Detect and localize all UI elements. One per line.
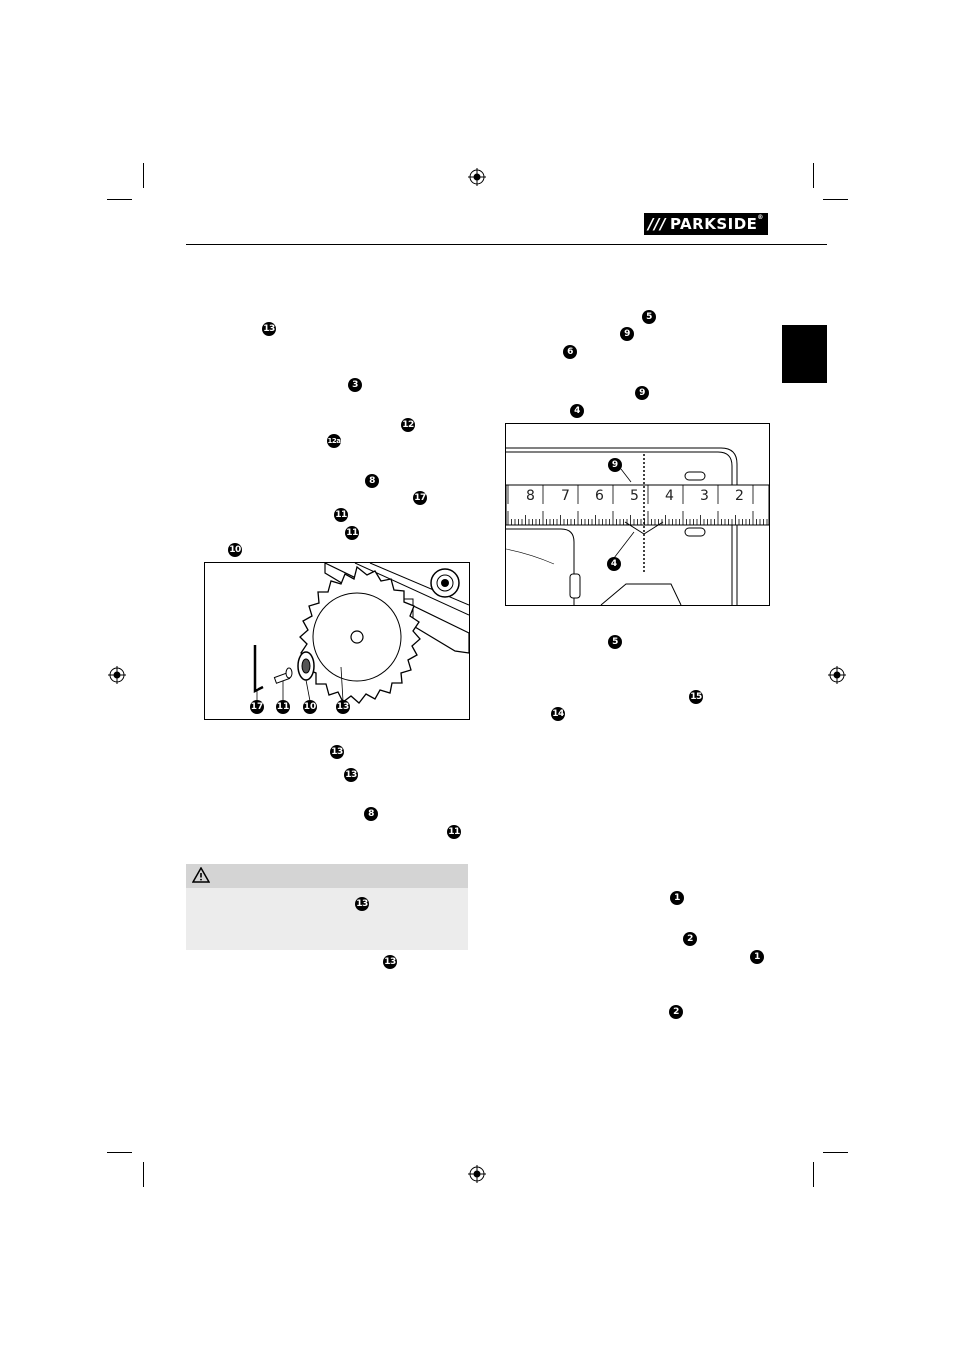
ruler-number: 2 <box>735 488 744 504</box>
part-callout: 9 <box>620 327 634 341</box>
section-tab <box>782 325 827 383</box>
crop-mark <box>107 1152 132 1153</box>
part-callout: 11 <box>345 526 359 540</box>
crop-mark <box>143 1162 144 1187</box>
part-callout: 2 <box>683 932 697 946</box>
part-callout: 1 <box>670 891 684 905</box>
logo-registered-mark: ® <box>757 214 764 221</box>
part-callout: 17 <box>413 491 427 505</box>
part-callout: 1 <box>750 950 764 964</box>
part-callout: 8 <box>365 474 379 488</box>
part-callout: 4 <box>570 404 584 418</box>
registration-mark-icon <box>468 1165 486 1183</box>
figure-label: 10 <box>303 700 317 714</box>
saw-blade-illustration <box>253 563 469 704</box>
crop-mark <box>823 199 848 200</box>
part-callout: 13 <box>383 955 397 969</box>
ruler-number: 6 <box>595 488 604 504</box>
crop-mark <box>813 1162 814 1187</box>
registration-mark-icon <box>108 666 126 684</box>
crop-mark <box>143 163 144 188</box>
figure-label: 13 <box>336 700 350 714</box>
part-callout: 5 <box>642 310 656 324</box>
figure-label: 17 <box>250 700 264 714</box>
crop-mark <box>107 199 132 200</box>
figure-cutting-scale: 8 7 6 5 4 3 2 9 4 <box>505 423 770 606</box>
figure-label: 11 <box>276 700 290 714</box>
registration-mark-icon <box>468 168 486 186</box>
ruler-number: 3 <box>700 488 709 504</box>
part-callout: 15 <box>689 690 703 704</box>
part-callout: 13 <box>355 897 369 911</box>
part-callout: 5 <box>608 635 622 649</box>
ruler-ticks <box>507 485 768 525</box>
part-callout: 13 <box>330 745 344 759</box>
part-callout: 13 <box>262 322 276 336</box>
part-callout: 9 <box>635 386 649 400</box>
figure-blade-assembly: 17 11 10 13 <box>204 562 470 720</box>
brand-logo: ///PARKSIDE® <box>644 213 768 235</box>
crop-mark <box>823 1152 848 1153</box>
part-callout: 11 <box>334 508 348 522</box>
registration-mark-icon <box>828 666 846 684</box>
figure-label: 4 <box>607 557 621 571</box>
ruler-number: 4 <box>665 488 674 504</box>
warning-body: 13 <box>186 888 468 950</box>
warning-triangle-icon <box>192 867 210 883</box>
figure-label: 9 <box>608 458 622 472</box>
ruler-number: 8 <box>526 488 535 504</box>
part-callout: 12 <box>401 418 415 432</box>
scale-illustration <box>506 447 769 605</box>
part-callout: 8 <box>364 807 378 821</box>
part-callout: 12a <box>327 434 341 448</box>
part-callout: 3 <box>348 378 362 392</box>
part-callout: 14 <box>551 707 565 721</box>
part-callout: 13 <box>344 768 358 782</box>
ruler-number: 5 <box>630 488 639 504</box>
logo-text: PARKSIDE <box>669 215 758 233</box>
crop-mark <box>813 163 814 188</box>
part-callout: 10 <box>228 543 242 557</box>
part-callout: 11 <box>447 825 461 839</box>
ruler-number: 7 <box>561 488 570 504</box>
logo-slashes: /// <box>648 215 666 233</box>
header-rule <box>186 244 827 245</box>
warning-header <box>186 864 468 888</box>
part-callout: 6 <box>563 345 577 359</box>
part-callout: 2 <box>669 1005 683 1019</box>
